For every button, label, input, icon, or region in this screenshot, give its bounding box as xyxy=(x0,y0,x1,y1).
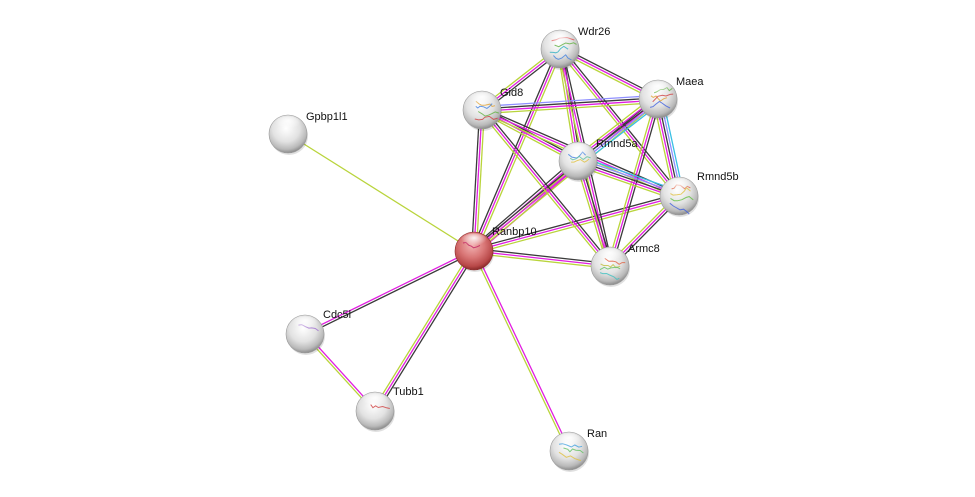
node-label: Tubb1 xyxy=(393,386,424,398)
edge-line-homology xyxy=(481,94,658,108)
node-label: Gid8 xyxy=(500,87,523,99)
structure-strand xyxy=(670,196,694,202)
structure-strand xyxy=(558,451,582,461)
edge-line-textmining xyxy=(475,110,486,252)
node-highlight xyxy=(460,233,488,249)
edge-line-experimental xyxy=(481,109,611,267)
edge-ranbp10-cdc5l[interactable] xyxy=(304,249,475,336)
edge-line-coexpression xyxy=(474,247,611,265)
node-highlight xyxy=(468,92,496,108)
structure-strand xyxy=(599,266,621,271)
edge-line-coexpression xyxy=(483,108,613,265)
edge-line-experimental xyxy=(473,109,483,252)
edge-line-experimental xyxy=(304,249,474,334)
node-ran[interactable]: Ran xyxy=(549,428,607,472)
edge-ranbp10-armc8[interactable] xyxy=(473,247,611,270)
node-highlight xyxy=(564,143,592,159)
edge-line-experimental xyxy=(482,99,659,112)
edge-line-coexpression xyxy=(471,157,577,249)
node-label: Rmnd5a xyxy=(596,138,638,150)
structure-strand xyxy=(599,272,620,280)
node-label: Wdr26 xyxy=(578,26,610,38)
structure-strand xyxy=(477,111,500,117)
edge-line-coexpression xyxy=(305,251,475,336)
node-highlight xyxy=(555,433,583,449)
structure-strand xyxy=(553,54,572,61)
node-highlight xyxy=(291,316,319,332)
edge-gid8-armc8[interactable] xyxy=(479,108,613,268)
node-highlight xyxy=(274,116,302,132)
node-label: Cdc5l xyxy=(323,309,351,321)
node-highlight xyxy=(546,31,574,47)
edge-line-coexpression xyxy=(376,251,477,413)
node-label: Gpbp1l1 xyxy=(306,111,348,123)
edge-line-textmining xyxy=(482,101,659,115)
node-rmnd5b[interactable]: Rmnd5b xyxy=(659,171,739,217)
structure-strand xyxy=(669,202,690,215)
node-label: Ranbp10 xyxy=(492,226,537,238)
edge-line-textmining xyxy=(473,252,610,270)
structure-strand xyxy=(563,447,584,454)
edge-ranbp10-wdr26[interactable] xyxy=(471,47,563,253)
structure-strand xyxy=(650,95,668,102)
node-label: Maea xyxy=(676,76,704,88)
node-rmnd5a[interactable]: Rmnd5a xyxy=(558,138,638,182)
structure-strand xyxy=(474,115,498,121)
node-highlight xyxy=(644,81,672,97)
node-highlight xyxy=(596,248,624,264)
structure-strand xyxy=(571,158,590,163)
node-maea[interactable]: Maea xyxy=(638,76,704,120)
edge-ranbp10-tubb1[interactable] xyxy=(372,249,477,413)
edge-line-experimental xyxy=(473,250,611,267)
node-highlight xyxy=(665,178,693,194)
edge-line-coexpression xyxy=(470,109,481,251)
edge-line-experimental xyxy=(473,195,680,252)
edge-line-experimental xyxy=(473,48,561,252)
edge-line-coexpression xyxy=(481,97,658,110)
node-label: Armc8 xyxy=(628,243,660,255)
edge-line-experimental xyxy=(474,250,571,451)
node-gid8[interactable]: Gid8 xyxy=(462,87,523,131)
node-label: Ran xyxy=(587,428,607,440)
edge-line-textmining xyxy=(287,133,475,252)
structure-strand xyxy=(649,100,671,109)
edge-ranbp10-gid8[interactable] xyxy=(470,109,486,252)
node-gpbp1l1[interactable]: Gpbp1l1 xyxy=(268,111,348,155)
node-ranbp10[interactable]: Ranbp10 xyxy=(454,226,537,272)
node-wdr26[interactable]: Wdr26 xyxy=(540,26,610,70)
node-tubb1[interactable]: Tubb1 xyxy=(355,386,424,432)
edge-line-experimental xyxy=(374,250,475,412)
structure-strand xyxy=(549,45,569,54)
node-armc8[interactable]: Armc8 xyxy=(590,243,660,287)
node-highlight xyxy=(361,393,389,409)
edge-line-textmining xyxy=(472,251,569,452)
edge-line-textmining xyxy=(372,249,473,411)
node-cdc5l[interactable]: Cdc5l xyxy=(285,309,351,355)
edge-line-textmining xyxy=(479,111,609,268)
edge-gid8-maea[interactable] xyxy=(481,94,659,115)
edge-ranbp10-gpbp1l1[interactable] xyxy=(287,133,475,252)
edge-ranbp10-ran[interactable] xyxy=(472,250,571,452)
node-label: Rmnd5b xyxy=(697,171,739,183)
